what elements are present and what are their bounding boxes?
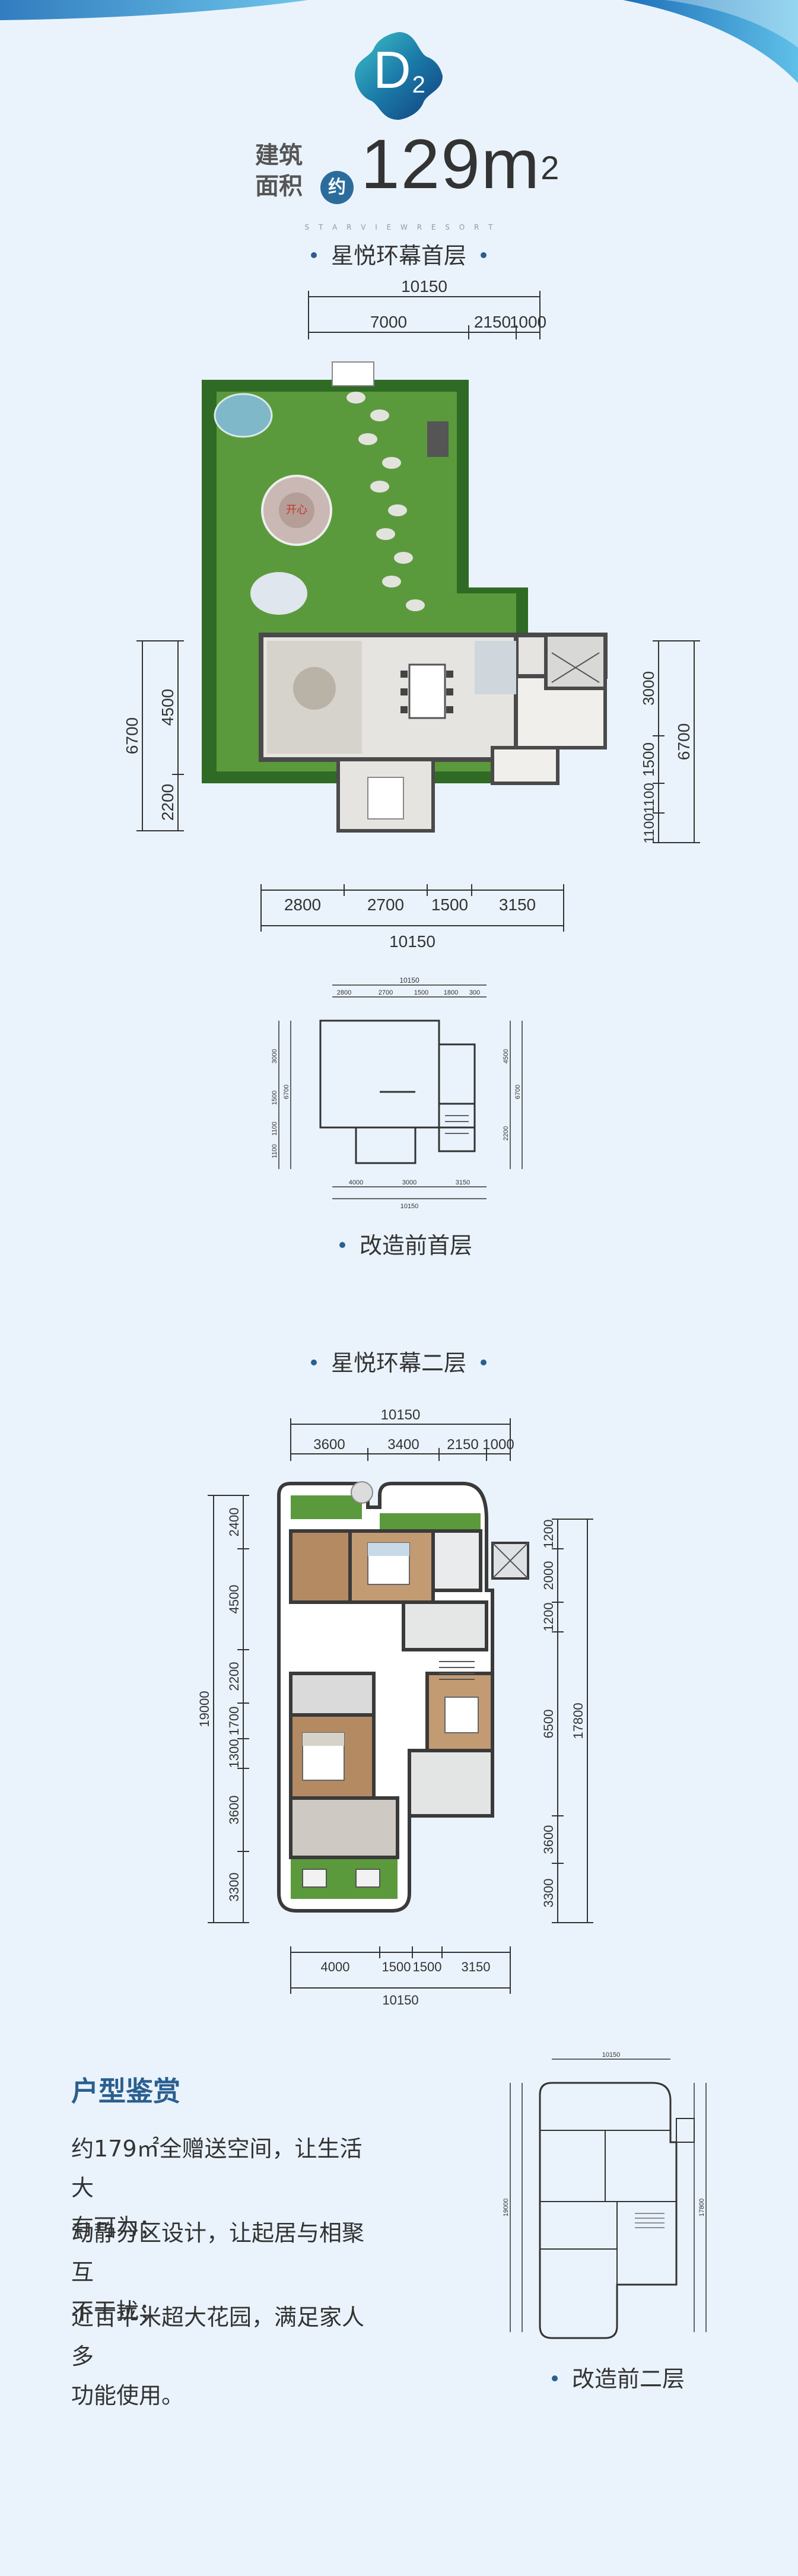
svg-text:1200: 1200 <box>541 1520 556 1549</box>
floor1-right-total: 6700 <box>675 723 693 760</box>
svg-text:3600: 3600 <box>541 1825 556 1854</box>
svg-text:1100: 1100 <box>271 1122 278 1136</box>
svg-text:3600: 3600 <box>313 1437 345 1453</box>
svg-text:3300: 3300 <box>541 1879 556 1908</box>
svg-text:3000: 3000 <box>271 1049 278 1063</box>
svg-text:3000: 3000 <box>402 1179 417 1186</box>
svg-text:2200: 2200 <box>227 1662 241 1691</box>
svg-text:300: 300 <box>469 989 480 996</box>
floor1-plan: 10150 7000 2150 1000 开心 <box>123 277 700 951</box>
svg-text:3400: 3400 <box>387 1437 419 1453</box>
floor1-right-dim-1: 3000 <box>640 671 657 706</box>
floor1-top-dim-2: 2150 <box>474 313 511 331</box>
floor1-top-dim-1: 7000 <box>370 313 407 331</box>
svg-text:4500: 4500 <box>227 1585 241 1614</box>
floor1-interior <box>259 633 608 833</box>
svg-text:1800: 1800 <box>444 989 458 996</box>
floor1-right-dim-3: 1100 <box>641 783 657 814</box>
area-value: 129m2 <box>361 125 561 204</box>
svg-text:2150: 2150 <box>447 1437 478 1453</box>
floor1-bottom-dim-4: 3150 <box>499 895 536 914</box>
svg-text:2800: 2800 <box>337 989 351 996</box>
garden-umbrella <box>250 572 307 615</box>
svg-text:3600: 3600 <box>227 1796 241 1825</box>
svg-text:1500: 1500 <box>414 989 428 996</box>
svg-text:4000: 4000 <box>349 1179 363 1186</box>
svg-text:2700: 2700 <box>379 989 393 996</box>
svg-text:1500: 1500 <box>271 1091 278 1105</box>
floor2-title: 星悦环幕二层 <box>221 1345 577 1377</box>
svg-text:1300: 1300 <box>227 1739 241 1768</box>
svg-text:4000: 4000 <box>321 1959 350 1974</box>
floor1-left-dim-2: 2200 <box>158 784 177 821</box>
svg-text:1100: 1100 <box>271 1144 278 1158</box>
svg-text:4500: 4500 <box>503 1049 510 1063</box>
approx-badge: 约 <box>320 171 354 204</box>
garden-pond <box>214 393 273 438</box>
svg-text:3300: 3300 <box>227 1873 241 1902</box>
description-para-2: 动静分区设计，让起居与相聚互 不干扰； <box>71 2220 365 2324</box>
svg-text:1200: 1200 <box>541 1603 556 1632</box>
garden-grill <box>427 421 449 457</box>
floor2-right-total: 17800 <box>571 1702 586 1739</box>
floor1-bottom-dim-3: 1500 <box>431 895 468 914</box>
svg-text:2200: 2200 <box>503 1126 510 1141</box>
floor1-right-dimensions <box>653 640 700 843</box>
unit-badge-icon <box>355 32 443 120</box>
svg-text:3150: 3150 <box>456 1179 470 1186</box>
floor1-left-dimensions <box>136 640 184 831</box>
floor2-bottom-total: 10150 <box>382 1993 418 2008</box>
svg-text:10150: 10150 <box>400 1203 419 1210</box>
garden-gate <box>332 361 374 386</box>
svg-text:1700: 1700 <box>227 1707 241 1736</box>
floor2-before-title: 改造前二层 <box>498 2361 724 2393</box>
floor1-bottom-dim-1: 2800 <box>284 895 321 914</box>
garden-sign: 开心 <box>286 504 307 516</box>
floor1-bottom-total: 10150 <box>389 932 435 951</box>
floor1-before-title: 改造前首层 <box>221 1227 577 1260</box>
floor1-right-dim-2: 1500 <box>640 742 657 777</box>
floor1-bottom-dim-2: 2700 <box>367 895 404 914</box>
floor1-left-total: 6700 <box>123 717 141 754</box>
svg-text:1500: 1500 <box>382 1959 411 1974</box>
unit-code: D2 <box>373 40 425 99</box>
floor1-top-dim-3: 1000 <box>510 313 546 331</box>
svg-text:3150: 3150 <box>462 1959 491 1974</box>
floor1-top-total: 10150 <box>401 277 447 296</box>
svg-text:10150: 10150 <box>602 2051 621 2059</box>
svg-text:1500: 1500 <box>413 1959 442 1974</box>
svg-text:19000: 19000 <box>503 2199 510 2217</box>
svg-text:6700: 6700 <box>283 1085 290 1099</box>
description-para-1: 约179㎡全赠送空间，让生活大 有可为； <box>71 2136 363 2240</box>
floor1-top-dimensions <box>308 291 541 339</box>
description-para-3: 近百平米超大花园，满足家人多 功能使用。 <box>71 2304 365 2409</box>
floor2-left-total: 19000 <box>197 1691 212 1727</box>
floor1-before-plan: 10150 2800 2700 1500 1800 300 3000 1500 … <box>271 976 523 1210</box>
floor2-top-total: 10150 <box>381 1407 421 1423</box>
floor2-plan: 10150 3600 3400 2150 1000 <box>197 1407 593 2008</box>
svg-text:17800: 17800 <box>698 2199 705 2217</box>
top-wave-decoration <box>0 0 798 83</box>
svg-text:2000: 2000 <box>541 1561 556 1590</box>
svg-text:6500: 6500 <box>541 1710 556 1739</box>
stepping-stones <box>346 392 425 611</box>
floor1-bottom-dimensions <box>260 884 564 932</box>
svg-text:6700: 6700 <box>514 1085 522 1099</box>
floor1-before-top-total: 10150 <box>399 976 419 984</box>
floor1-right-dim-4: 1100 <box>641 813 657 844</box>
svg-text:1000: 1000 <box>482 1437 514 1453</box>
svg-text:2400: 2400 <box>227 1508 241 1537</box>
floor1-title: 星悦环幕首层 <box>221 237 577 270</box>
description-title: 户型鉴赏 <box>71 2075 180 2107</box>
floor1-left-dim-1: 4500 <box>158 689 177 726</box>
area-label: 建筑 面积 <box>255 142 303 200</box>
floor2-before-plan: 10150 19000 17800 <box>503 2051 707 2339</box>
tagline: S T A R V I E W R E S O R T <box>304 223 497 231</box>
